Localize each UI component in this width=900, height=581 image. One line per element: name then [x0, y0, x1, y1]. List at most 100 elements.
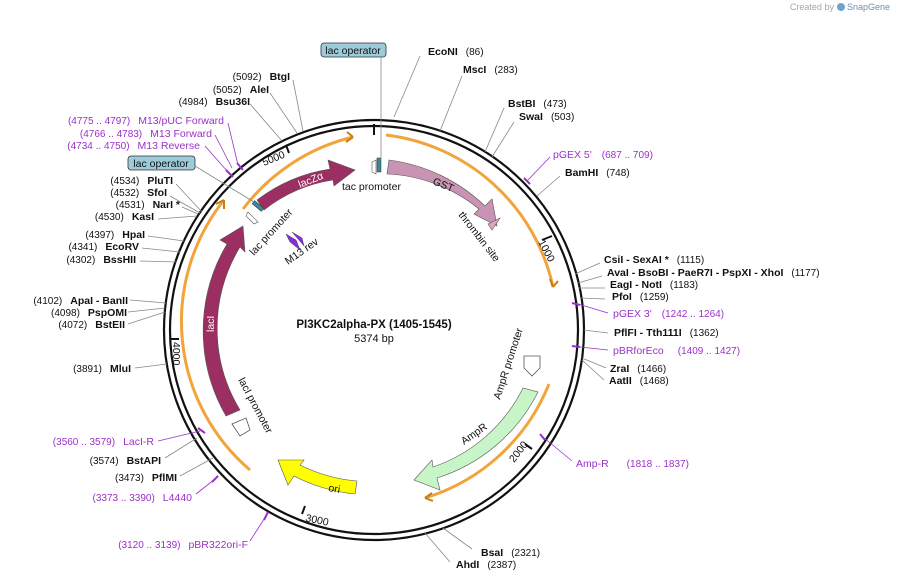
site-pos: (3891): [73, 364, 102, 375]
site-pos: (1468): [640, 376, 669, 387]
site-bsteii[interactable]: (4072) BstEII: [58, 311, 166, 331]
site-avai[interactable]: AvaI - BsoBI - PaeR7I - PspXI - XhoI(117…: [577, 267, 820, 284]
svg-text:(5092)BtgI: (5092) BtgI: [233, 71, 290, 83]
lacza-feature[interactable]: [256, 159, 356, 211]
svg-text:pBRforEco(1409 .. 1427): pBRforEco(1409 .. 1427): [613, 345, 740, 357]
site-pos: (5092): [233, 72, 262, 83]
site-btgi[interactable]: (5092) BtgI: [233, 71, 304, 132]
site-name: EcoRV: [105, 241, 139, 253]
site-alei[interactable]: (5052)AleI: [213, 84, 298, 134]
lac-operator-box-1[interactable]: [320, 42, 387, 58]
site-name: PspOMI: [88, 307, 127, 319]
site-pos: (1183): [670, 280, 698, 291]
primer-pos: (687 .. 709): [602, 150, 653, 161]
site-pos: (4302): [66, 255, 95, 266]
lac-operator-box-2[interactable]: [127, 155, 196, 171]
ori-feature[interactable]: [277, 459, 358, 495]
primer-name: pBR322ori-F: [188, 539, 248, 551]
site-csii[interactable]: CsiI - SexAI *(1115): [574, 254, 704, 275]
ampr-promoter-feature[interactable]: [523, 355, 541, 377]
svg-text:(3560 .. 3579)LacI-R: (3560 .. 3579) LacI-R: [53, 436, 155, 448]
primer-pbr322ori-f[interactable]: (3120 .. 3139)pBR322ori-F: [118, 511, 269, 551]
site-pflfi[interactable]: PflFI - Tth111I(1362): [583, 327, 719, 339]
primer-m13-forward[interactable]: (4766 .. 4783)M13 Forward: [80, 128, 233, 169]
primer-pos: (4766 .. 4783): [80, 129, 142, 140]
primer-pgex3[interactable]: pGEX 3'(1242 .. 1264): [571, 302, 724, 320]
site-name: BstEII: [95, 319, 125, 331]
plasmid-length: 5374 bp: [354, 333, 394, 345]
svg-text:(3473)PflMI: (3473)PflMI: [115, 472, 177, 484]
site-name: PluTI: [147, 175, 173, 187]
svg-text:PflFI - Tth111I(1362): PflFI - Tth111I(1362): [614, 327, 719, 339]
tick-label-1000: 1000: [535, 238, 557, 264]
svg-text:BamHI(748): BamHI(748): [565, 167, 630, 179]
site-msci[interactable]: MscI(283): [439, 64, 518, 132]
site-ecorv[interactable]: (4341)EcoRV: [68, 241, 181, 253]
site-pos: (3574): [90, 456, 119, 467]
site-name: ApaI - BanII: [70, 295, 128, 307]
site-name: EcoNI: [428, 46, 458, 58]
primer-l4440[interactable]: (3373 .. 3390)L4440: [93, 475, 219, 504]
primer-m13-puc-forward[interactable]: (4775 .. 4797) M13/pUC Forward: [68, 115, 244, 171]
primer-name: LacI-R: [123, 436, 154, 448]
site-name: BtgI: [270, 71, 290, 83]
site-bsshii[interactable]: (4302) BssHII: [66, 254, 178, 266]
site-zrai[interactable]: ZraI(1466): [581, 357, 666, 375]
primer-pgex5[interactable]: pGEX 5'(687 .. 709): [523, 149, 653, 185]
plasmid-name: PI3KC2alpha-PX (1405-1545): [296, 319, 451, 331]
site-name: BsaI: [481, 547, 503, 559]
gst-feature[interactable]: [386, 159, 498, 227]
primer-pos: (3560 .. 3579): [53, 437, 115, 448]
primer-pos: (4775 .. 4797): [68, 116, 130, 127]
site-name: BssHII: [103, 254, 136, 266]
site-pluti[interactable]: (4534) PluTI: [110, 175, 203, 213]
site-apai[interactable]: (4102)ApaI - BanII: [33, 295, 167, 307]
site-kasi[interactable]: (4530)KasI: [95, 211, 198, 223]
site-name: ZraI: [610, 363, 629, 375]
site-pos: (2387): [487, 560, 516, 571]
laci-promoter-feature[interactable]: [231, 417, 251, 437]
site-name: PflMI: [152, 472, 177, 484]
site-pos: (4072): [58, 320, 87, 331]
svg-text:(4766 .. 4783)M13 Forward: (4766 .. 4783)M13 Forward: [80, 128, 212, 140]
site-econi[interactable]: EcoNI(86): [393, 46, 484, 118]
site-bamhi[interactable]: BamHI(748): [536, 167, 630, 197]
site-sfoi[interactable]: (4532)SfoI: [110, 187, 201, 214]
site-name: MscI: [463, 64, 486, 76]
ampr-orf-arc: [424, 383, 551, 500]
site-pos: (4534): [110, 176, 139, 187]
site-bstapi[interactable]: (3574)BstAPI: [90, 437, 198, 467]
thrombin-site-feature[interactable]: [487, 217, 501, 231]
site-swai[interactable]: SwaI(503): [491, 111, 574, 158]
primer-name: pBRforEco: [613, 345, 664, 357]
tick-3000: [301, 505, 306, 515]
site-pos: (748): [606, 168, 629, 179]
watermark-brand: SnapGene: [846, 2, 890, 12]
site-eagi[interactable]: EagI - NotI(1183): [579, 279, 698, 291]
site-hpai[interactable]: (4397)HpaI: [85, 229, 185, 242]
site-pos: (1362): [690, 328, 719, 339]
ampr-feature[interactable]: [413, 387, 539, 491]
site-mlui[interactable]: (3891)MluI: [73, 363, 168, 375]
site-psp-omi[interactable]: (4098) PspOMI: [51, 307, 166, 319]
primer-name: M13/pUC Forward: [138, 115, 224, 127]
laci-feature[interactable]: [202, 225, 246, 417]
site-nari[interactable]: (4531)NarI *: [116, 199, 199, 215]
site-aatii[interactable]: AatII(1468): [581, 359, 669, 387]
lac-operator-leader-2: [194, 165, 255, 203]
tick-1000: [541, 235, 553, 241]
primer-laci-r[interactable]: (3560 .. 3579) LacI-R: [53, 427, 206, 448]
site-pos: (4098): [51, 308, 80, 319]
site-bsai[interactable]: BsaI(2321): [442, 527, 540, 559]
site-pflmi[interactable]: (3473)PflMI: [115, 457, 214, 484]
primer-amp-r[interactable]: Amp-R(1818 .. 1837): [539, 433, 689, 470]
site-pfoi[interactable]: PfoI(1259): [579, 291, 669, 303]
primer-name: Amp-R: [576, 458, 609, 470]
primer-pbrforeco[interactable]: pBRforEco(1409 .. 1427): [571, 345, 740, 357]
site-bsu36i[interactable]: (4984)Bsu36I: [179, 96, 283, 142]
site-bstbi[interactable]: BstBI(473): [484, 98, 567, 153]
site-pos: (4397): [85, 230, 114, 241]
site-ahdi[interactable]: AhdI(2387): [424, 532, 516, 571]
primer-m13-reverse[interactable]: (4734 .. 4750)M13 Reverse: [67, 140, 234, 178]
